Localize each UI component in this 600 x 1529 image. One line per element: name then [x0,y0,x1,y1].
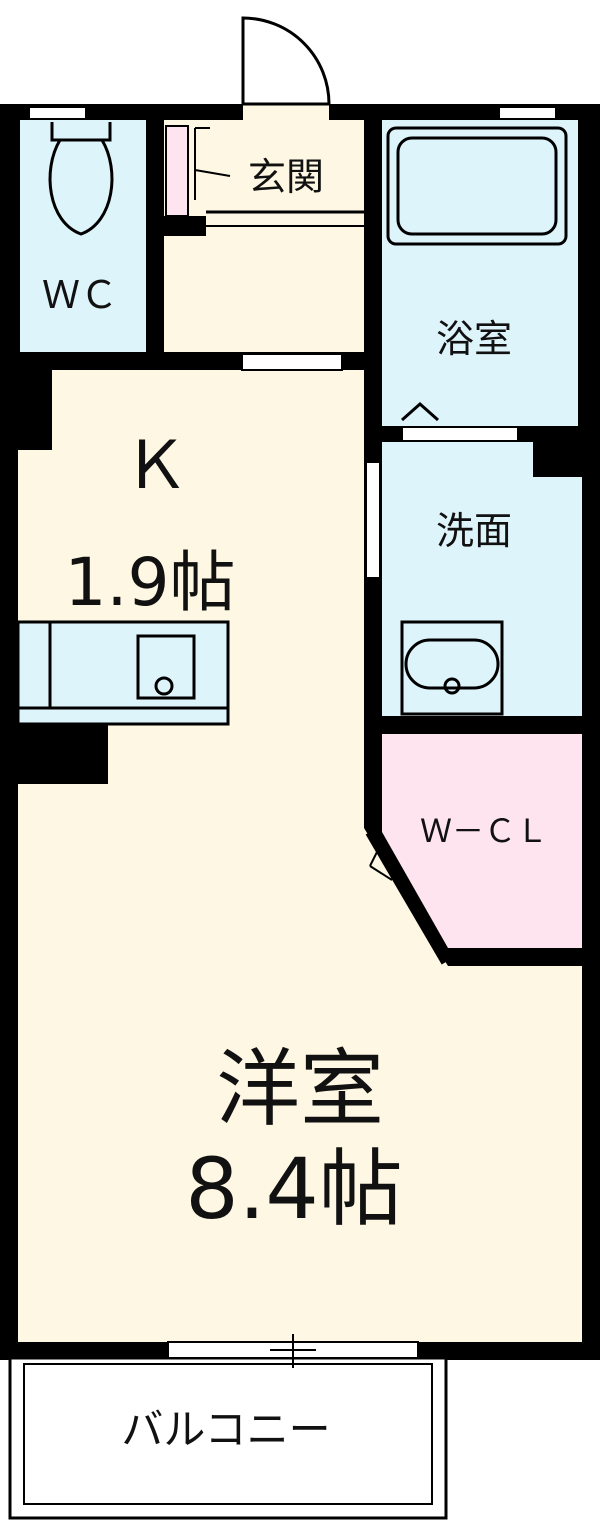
kitchen-door-gap [241,353,343,371]
washroom-label: 洗面 [436,509,512,553]
bath-door-gap [401,426,519,442]
kitchen-name-label: Ｋ [123,427,189,504]
bath-label: 浴室 [436,317,512,361]
toilet-fixture [48,122,114,236]
wash-basin-fixture [400,620,504,716]
bath-floor [382,120,578,426]
wc-label: ＷＣ [42,273,118,317]
entrance-inner-door [194,127,231,200]
closet-door [365,829,451,965]
closet-label: Ｗ－ＣＬ [420,812,548,850]
entrance-door-swing [241,16,331,105]
entrance-label: 玄関 [248,155,324,199]
wc-floor [20,120,146,352]
shoe-cabinet [165,125,189,217]
western-room-name-label: 洋室 [216,1040,384,1138]
bathtub-fixture [386,126,568,422]
kitchen-counter [16,620,230,726]
main-room-floor [18,370,582,1342]
closet-floor [382,734,582,948]
balcony-label: バルコニー [121,1405,330,1454]
western-room-size-label: 8.4帖 [185,1140,403,1238]
kitchen-size-label: 1.9帖 [65,544,236,621]
balcony [8,1356,448,1520]
washroom-door-gap [365,461,381,579]
washroom-floor [382,442,582,716]
